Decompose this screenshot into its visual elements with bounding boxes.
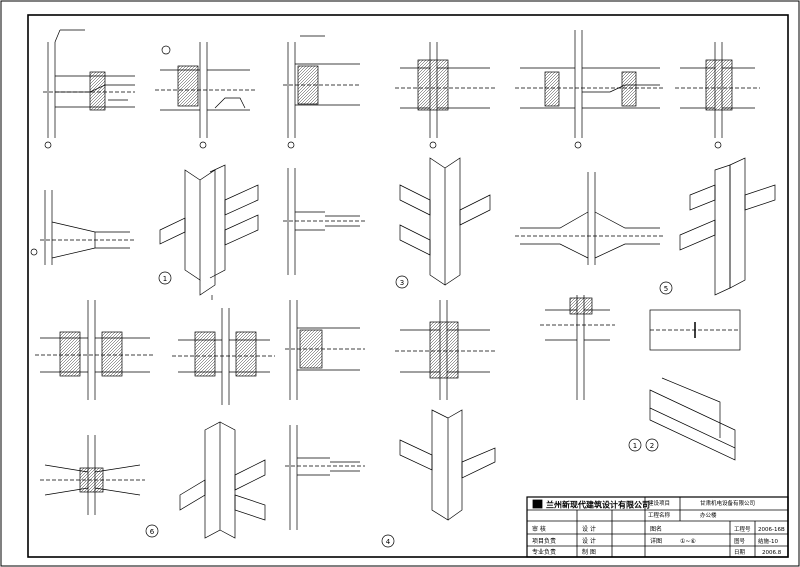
date-label: 日期	[734, 549, 746, 556]
detail-elevation-11	[395, 300, 495, 400]
row1-details	[43, 29, 760, 149]
detail-value: ①~⑥	[680, 538, 696, 545]
isometric-joint-1	[158, 164, 259, 300]
detail-haunch-beam	[515, 172, 665, 265]
row-label-1: 审 核	[532, 525, 546, 533]
drawing-number-value: 结施-10	[758, 537, 778, 545]
detail-mark-label: 1	[633, 442, 637, 450]
drawing-number-label: 图号	[734, 537, 746, 545]
detail-cross-joint	[40, 435, 145, 515]
detail-mark-label: 6	[150, 528, 155, 536]
detail-tapered-beam	[30, 190, 135, 265]
sheet-title-label: 图名	[650, 525, 662, 533]
isometric-joint-4	[399, 409, 496, 521]
row-role-1: 设 计	[582, 525, 596, 533]
detail-elevation-10	[285, 300, 365, 400]
title-block-text: 兰州新现代建筑设计有限公司 建设项目 甘肃机电设备有限公司 工程名称 办公楼 审…	[532, 499, 785, 556]
work-value: 办公楼	[700, 511, 717, 519]
detail-beam-plan	[649, 309, 741, 351]
job-number-value: 2006-16B	[758, 527, 785, 533]
row-role-2: 设 计	[582, 537, 596, 545]
company-name: 兰州新现代建筑设计有限公司	[546, 500, 650, 510]
detail-elevation-6	[675, 42, 760, 149]
detail-label: 详图	[650, 537, 662, 545]
row-label-3: 专业负责	[532, 548, 556, 556]
detail-mark-label: 5	[664, 285, 668, 293]
row2-details	[30, 157, 776, 300]
detail-elevation-3	[283, 35, 360, 149]
row-label-2: 项目负责	[532, 537, 556, 545]
detail-elevation-12	[285, 425, 395, 548]
detail-mark-label: 3	[400, 279, 404, 287]
job-number-label: 工程号	[734, 525, 751, 533]
detail-mark-label: 1	[163, 275, 167, 283]
detail-elevation-2	[155, 42, 255, 149]
project-label: 建设项目	[648, 499, 670, 507]
date-value: 2006.8	[762, 550, 782, 556]
detail-elevation-5	[515, 30, 665, 149]
detail-marks: 1 3 4 5 6 1 2	[150, 275, 668, 546]
isometric-beam-splice	[628, 377, 736, 461]
sheet-frame	[27, 14, 789, 558]
isometric-joint-5	[659, 157, 776, 296]
isometric-joint-3	[395, 157, 491, 289]
row4-details	[40, 377, 736, 548]
detail-plan-section	[540, 295, 615, 400]
isometric-joint-6	[145, 421, 266, 539]
title-block	[526, 496, 789, 558]
detail-mark-label: 4	[386, 538, 391, 546]
detail-elevation-7	[283, 168, 365, 275]
row-role-3: 制 图	[582, 548, 596, 556]
row3-details	[35, 295, 741, 405]
detail-elevation-9	[172, 308, 275, 405]
detail-mark-label: 2	[650, 442, 654, 450]
detail-elevation-4	[395, 42, 495, 149]
work-label: 工程名称	[648, 511, 671, 519]
detail-elevation-8	[35, 300, 155, 400]
project-value: 甘肃机电设备有限公司	[700, 499, 755, 507]
detail-elevation-1	[43, 29, 135, 149]
